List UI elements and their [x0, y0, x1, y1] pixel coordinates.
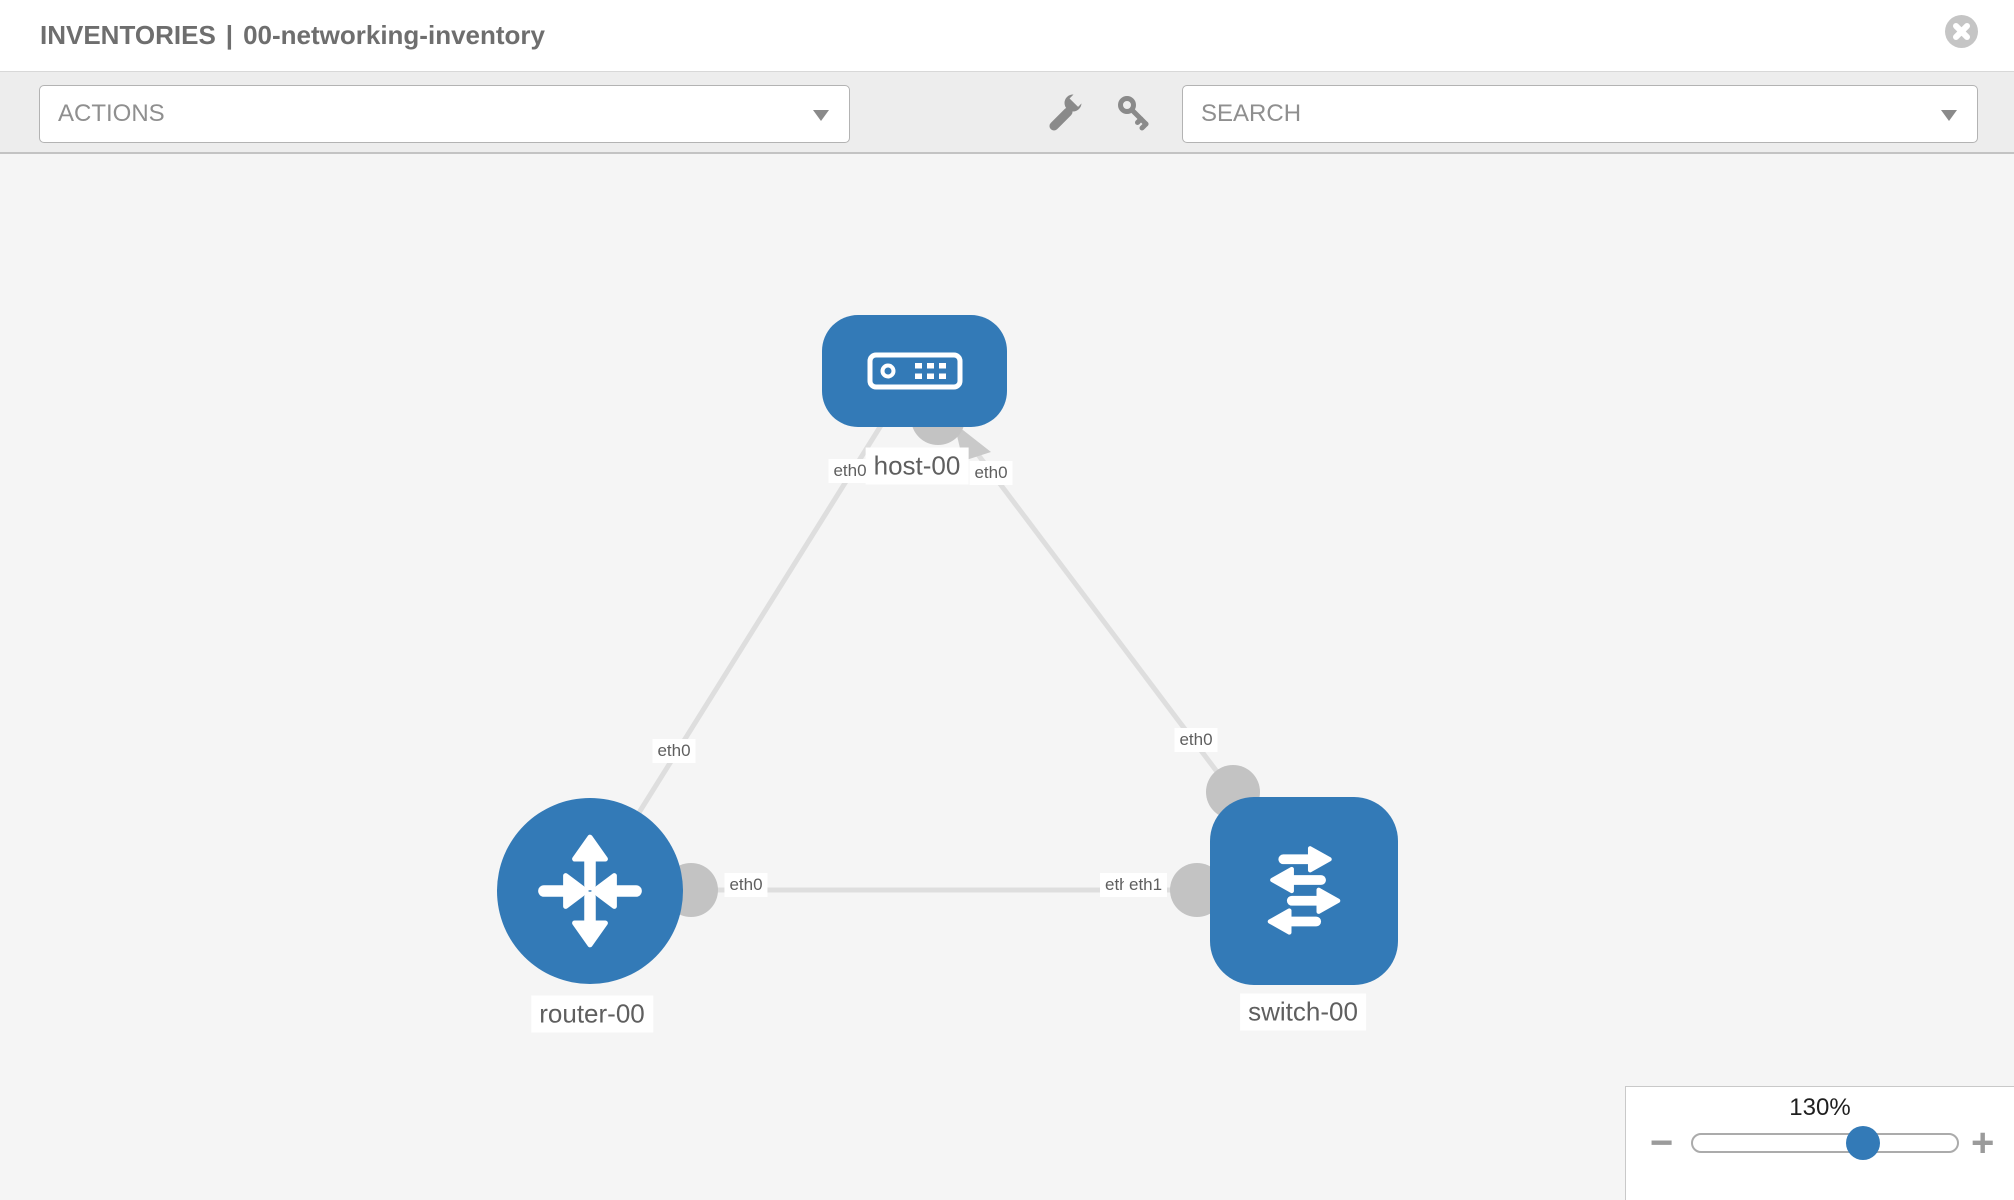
- zoom-out-button[interactable]: −: [1650, 1121, 1674, 1165]
- router-icon: [538, 834, 642, 948]
- interface-label: eth0: [724, 873, 768, 897]
- node-label-host: host-00: [865, 447, 969, 485]
- chevron-down-icon: [813, 110, 829, 121]
- node-router-00[interactable]: [497, 798, 683, 984]
- topology-canvas[interactable]: host-00 router-00 switch-00 eth0 eth0 et…: [0, 154, 2014, 1200]
- node-label-router: router-00: [531, 995, 653, 1033]
- toolbar: ACTIONS SEARCH: [0, 71, 2014, 154]
- search-dropdown-value: SEARCH: [1201, 100, 1302, 127]
- zoom-slider-thumb[interactable]: [1846, 1126, 1880, 1160]
- node-label-switch: switch-00: [1240, 993, 1366, 1031]
- actions-dropdown-value: ACTIONS: [58, 100, 165, 127]
- node-host-00[interactable]: [822, 315, 1007, 427]
- inventory-name: 00-networking-inventory: [243, 20, 545, 50]
- zoom-control: 130% − +: [1625, 1086, 2014, 1200]
- server-icon: [867, 352, 962, 390]
- credentials-button[interactable]: [1115, 93, 1155, 133]
- breadcrumb-section: INVENTORIES: [40, 20, 216, 50]
- links-layer: [587, 369, 1304, 917]
- interface-label: eth0: [969, 461, 1013, 485]
- breadcrumb-separator: |: [225, 20, 234, 50]
- interface-label: eth0: [828, 459, 872, 483]
- title-bar: INVENTORIES | 00-networking-inventory: [0, 0, 2014, 71]
- close-button[interactable]: [1945, 15, 1978, 48]
- page-title: INVENTORIES | 00-networking-inventory: [40, 0, 545, 71]
- zoom-slider-track[interactable]: [1691, 1133, 1959, 1153]
- switch-icon: [1267, 846, 1341, 935]
- configure-button[interactable]: [1046, 92, 1086, 133]
- wrench-icon: [1049, 92, 1085, 131]
- interface-label: eth1: [1124, 873, 1168, 897]
- link-host-router: [587, 369, 918, 893]
- node-switch-00[interactable]: [1210, 797, 1398, 985]
- actions-dropdown[interactable]: ACTIONS: [39, 85, 850, 143]
- interface-label: eth0: [652, 739, 696, 763]
- zoom-level-value: 130%: [1789, 1094, 1851, 1121]
- interface-label: eth0: [1174, 728, 1218, 752]
- zoom-in-button[interactable]: +: [1971, 1121, 1995, 1165]
- key-icon: [1118, 96, 1149, 131]
- chevron-down-icon: [1941, 110, 1957, 121]
- search-dropdown[interactable]: SEARCH: [1182, 85, 1978, 143]
- close-icon: [1945, 15, 1978, 48]
